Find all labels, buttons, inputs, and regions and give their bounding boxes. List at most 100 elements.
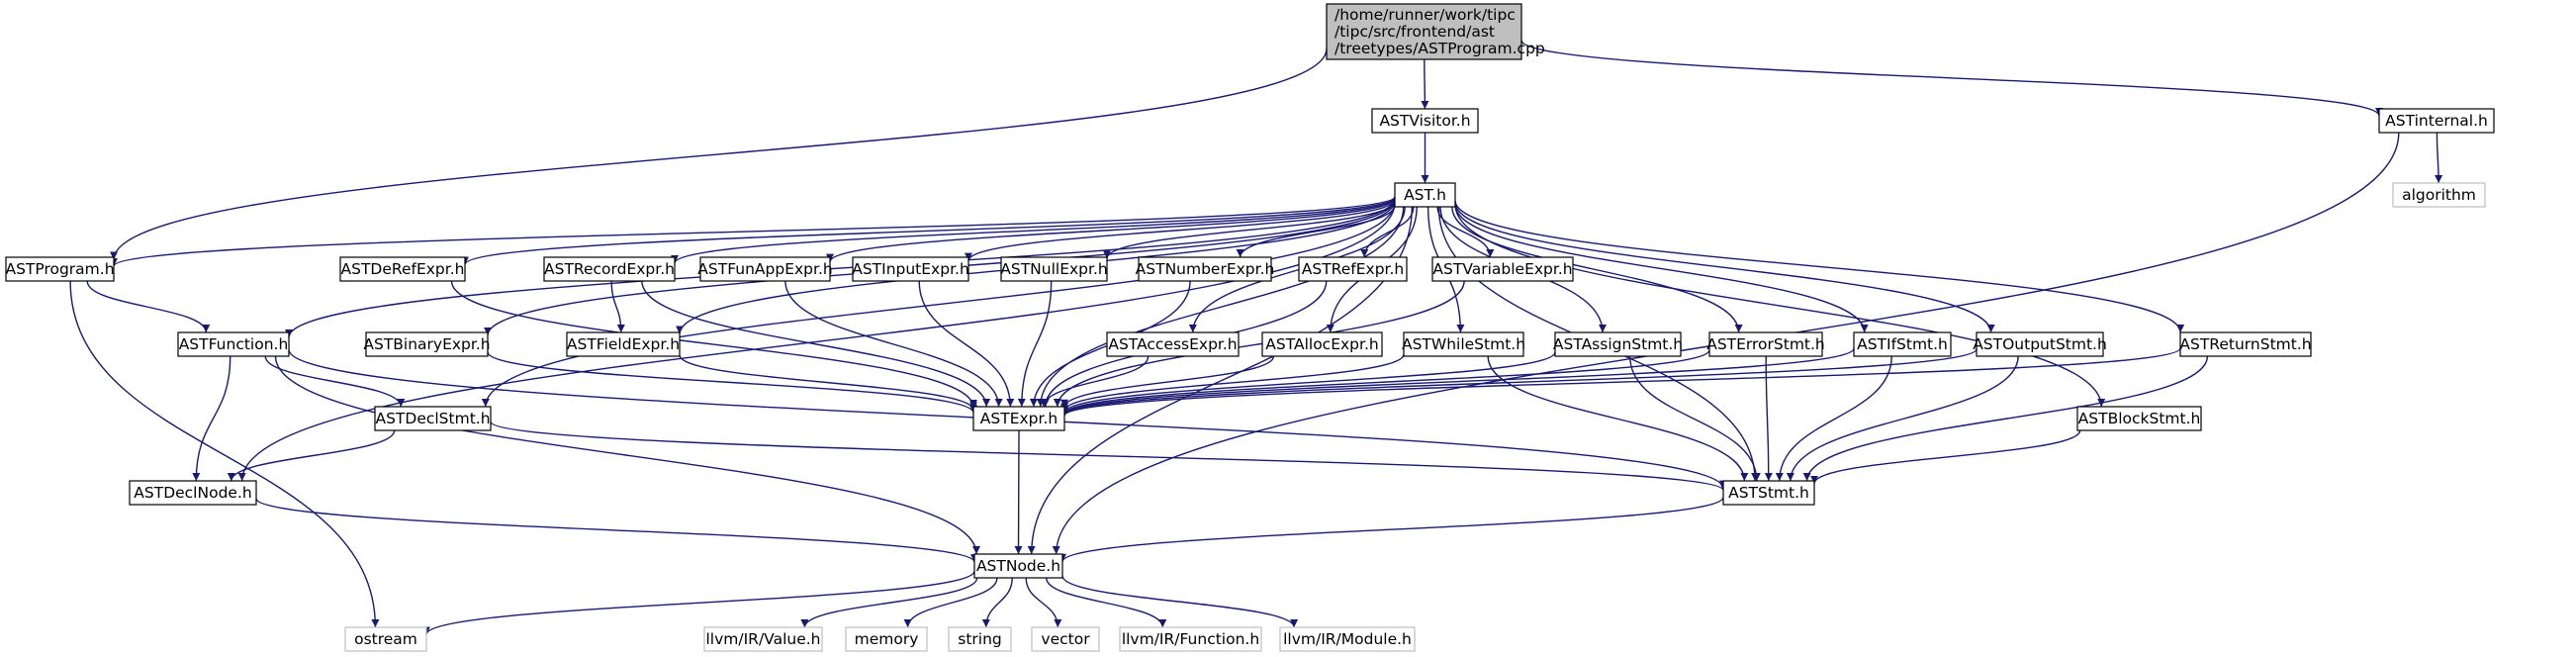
node-label-internal: ASTinternal.h bbox=[2385, 112, 2488, 130]
node-program[interactable]: ASTProgram.h bbox=[5, 256, 115, 282]
node-binaryexpr[interactable]: ASTBinaryExpr.h bbox=[363, 331, 491, 357]
node-label-expr: ASTExpr.h bbox=[980, 410, 1058, 427]
node-box-recordexpr bbox=[543, 256, 676, 282]
node-declstmt[interactable]: ASTDeclStmt.h bbox=[374, 406, 492, 431]
edge-ast-to-numberexpr bbox=[1236, 205, 1396, 258]
edge-recordexpr-to-fieldexpr bbox=[610, 280, 625, 333]
node-box-ostream bbox=[344, 626, 427, 652]
node-label-funappexpr: ASTFunAppExpr.h bbox=[697, 260, 832, 278]
node-expr[interactable]: ASTExpr.h bbox=[972, 406, 1065, 431]
edge-derefexpr-to-expr bbox=[450, 280, 977, 408]
node-errorstmt[interactable]: ASTErrorStmt.h bbox=[1706, 331, 1825, 357]
node-label-outputstmt: ASTOutputStmt.h bbox=[1973, 335, 2107, 353]
node-variableexpr[interactable]: ASTVariableExpr.h bbox=[1431, 256, 1574, 282]
node-label-llvmmodule: llvm/IR/Module.h bbox=[1283, 630, 1412, 648]
node-label-variableexpr: ASTVariableExpr.h bbox=[1432, 260, 1572, 278]
node-root[interactable]: /home/runner/work/tipc/tipc/src/frontend… bbox=[1326, 3, 1545, 60]
edge-whilestmt-to-stmt bbox=[1487, 355, 1749, 482]
node-inputexpr[interactable]: ASTInputExpr.h bbox=[852, 256, 969, 282]
node-label-assignstmt: ASTAssignStmt.h bbox=[1553, 335, 1683, 353]
node-ast[interactable]: AST.h bbox=[1394, 182, 1456, 208]
node-label-allocexpr: ASTAllocExpr.h bbox=[1265, 335, 1378, 353]
node-allocexpr[interactable]: ASTAllocExpr.h bbox=[1261, 331, 1383, 357]
node-memory: memory bbox=[845, 626, 928, 652]
edge-blockstmt-to-stmt bbox=[1810, 429, 2081, 485]
node-returnstmt[interactable]: ASTReturnStmt.h bbox=[2179, 331, 2312, 357]
edge-function-to-node bbox=[274, 355, 980, 555]
node-fieldexpr[interactable]: ASTFieldExpr.h bbox=[566, 331, 681, 357]
node-ostream: ostream bbox=[344, 626, 427, 652]
node-box-allocexpr bbox=[1261, 331, 1383, 357]
node-llvmvalue: llvm/IR/Value.h bbox=[703, 626, 823, 652]
node-outputstmt[interactable]: ASTOutputStmt.h bbox=[1973, 331, 2107, 357]
node-box-outputstmt bbox=[1976, 331, 2104, 357]
edge-ifstmt-to-expr bbox=[1060, 347, 1855, 416]
edge-whilestmt-to-expr bbox=[1060, 353, 1405, 412]
node-node[interactable]: ASTNode.h bbox=[973, 553, 1063, 579]
node-visitor[interactable]: ASTVisitor.h bbox=[1371, 108, 1479, 134]
edge-variableexpr-to-expr bbox=[1053, 280, 1465, 408]
node-label-root: /home/runner/work/tipc bbox=[1334, 6, 1516, 24]
edge-function-to-declnode bbox=[192, 355, 231, 482]
node-recordexpr[interactable]: ASTRecordExpr.h bbox=[543, 256, 676, 282]
node-label-root: /tipc/src/frontend/ast bbox=[1334, 23, 1495, 41]
node-stmt[interactable]: ASTStmt.h bbox=[1722, 480, 1815, 506]
node-box-declnode bbox=[129, 480, 257, 506]
node-label-fieldexpr: ASTFieldExpr.h bbox=[567, 335, 680, 353]
node-numberexpr[interactable]: ASTNumberExpr.h bbox=[1136, 256, 1275, 282]
node-internal[interactable]: ASTinternal.h bbox=[2378, 108, 2495, 134]
edge-ast-to-recordexpr bbox=[671, 197, 1396, 264]
edge-binaryexpr-to-expr bbox=[487, 351, 977, 414]
node-label-ifstmt: ASTIfStmt.h bbox=[1857, 335, 1948, 353]
node-label-vector: vector bbox=[1041, 630, 1090, 648]
node-box-visitor bbox=[1371, 108, 1479, 134]
node-ifstmt[interactable]: ASTIfStmt.h bbox=[1853, 331, 1952, 357]
node-label-ast: AST.h bbox=[1404, 186, 1446, 204]
edge-accessexpr-to-expr bbox=[1039, 355, 1150, 408]
node-vector: vector bbox=[1031, 626, 1100, 652]
node-label-blockstmt: ASTBlockStmt.h bbox=[2078, 410, 2201, 427]
edge-expr-to-node bbox=[1014, 429, 1023, 555]
node-box-returnstmt bbox=[2179, 331, 2312, 357]
node-label-whilestmt: ASTWhileStmt.h bbox=[1402, 335, 1525, 353]
node-label-derefexpr: ASTDeRefExpr.h bbox=[341, 260, 465, 278]
node-box-accessexpr bbox=[1106, 331, 1240, 357]
node-funappexpr[interactable]: ASTFunAppExpr.h bbox=[697, 256, 833, 282]
node-refexpr[interactable]: ASTRefExpr.h bbox=[1298, 256, 1408, 282]
edge-assignstmt-to-expr bbox=[1060, 351, 1556, 414]
edges-layer bbox=[69, 40, 2443, 635]
edge-node-to-string bbox=[981, 577, 1013, 628]
edge-node-to-memory bbox=[903, 577, 998, 628]
node-derefexpr[interactable]: ASTDeRefExpr.h bbox=[339, 256, 466, 282]
node-assignstmt[interactable]: ASTAssignStmt.h bbox=[1553, 331, 1683, 357]
edge-ast-to-function bbox=[285, 198, 1396, 338]
edge-ast-to-blockstmt bbox=[1454, 204, 2106, 408]
node-box-errorstmt bbox=[1708, 331, 1823, 357]
node-algorithm: algorithm bbox=[2392, 182, 2486, 208]
node-box-string bbox=[948, 626, 1012, 652]
node-label-memory: memory bbox=[855, 630, 919, 648]
edge-assignstmt-to-stmt bbox=[1629, 355, 1761, 482]
node-blockstmt[interactable]: ASTBlockStmt.h bbox=[2076, 406, 2202, 431]
node-nullexpr[interactable]: ASTNullExpr.h bbox=[1000, 256, 1108, 282]
edge-ast-to-nullexpr bbox=[1103, 200, 1396, 259]
node-label-declstmt: ASTDeclStmt.h bbox=[375, 410, 490, 427]
edge-outputstmt-to-stmt bbox=[1786, 355, 2019, 482]
edge-node-to-llvmmodule bbox=[1061, 575, 1299, 628]
node-label-errorstmt: ASTErrorStmt.h bbox=[1706, 335, 1825, 353]
node-function[interactable]: ASTFunction.h bbox=[177, 331, 290, 357]
node-accessexpr[interactable]: ASTAccessExpr.h bbox=[1106, 331, 1240, 357]
edge-root-to-visitor bbox=[1421, 58, 1429, 110]
edge-recordexpr-to-expr bbox=[641, 280, 991, 408]
edge-ifstmt-to-stmt bbox=[1775, 355, 1892, 482]
node-whilestmt[interactable]: ASTWhileStmt.h bbox=[1402, 331, 1525, 357]
node-box-numberexpr bbox=[1138, 256, 1272, 282]
node-box-binaryexpr bbox=[365, 331, 489, 357]
edge-node-to-vector bbox=[1025, 577, 1062, 628]
node-box-algorithm bbox=[2392, 182, 2486, 208]
node-declnode[interactable]: ASTDeclNode.h bbox=[129, 480, 257, 506]
node-box-vector bbox=[1031, 626, 1100, 652]
node-label-inputexpr: ASTInputExpr.h bbox=[852, 260, 969, 278]
node-label-accessexpr: ASTAccessExpr.h bbox=[1108, 335, 1237, 353]
